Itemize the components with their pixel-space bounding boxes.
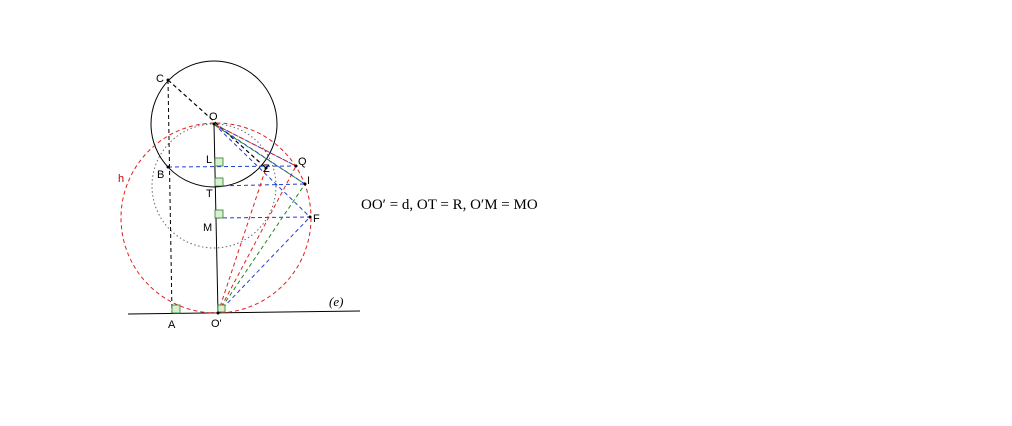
segment-c-a [167,79,173,314]
segment-c-z [167,79,267,169]
label-q: Q [298,156,307,168]
circle-o [150,60,278,188]
segment-o-oprime [213,123,219,314]
point-q [294,164,298,168]
label-z: Z [263,163,270,175]
point-b [166,165,170,169]
label-circle-h: h [118,173,124,185]
label-oprime: O' [211,318,222,330]
point-c [166,78,170,82]
point-oprime [216,311,220,315]
segment-o-f [213,123,311,218]
segment-oprime-f [217,216,311,314]
label-t: T [206,188,213,200]
point-z [264,166,268,170]
point-f [308,215,312,219]
segment-oprime-q [217,165,297,314]
label-m: M [203,222,212,234]
label-o: O [209,111,218,123]
circle-dotted [151,123,277,249]
segment-oprime-i [217,183,306,314]
right-angle-oprime [217,304,226,313]
right-angle-l [214,157,224,167]
label-b: B [157,169,164,181]
point-o [212,122,216,126]
label-f: F [313,213,320,225]
label-c: C [156,73,164,85]
segment-m-f [215,216,311,219]
segment-o-i-green [215,125,306,185]
label-l: L [206,154,212,166]
segment-oprime-z [217,167,267,314]
line-e [127,310,361,315]
formula-text: OO′ = d, OT = R, O′M = MO [361,197,538,213]
point-i [303,182,307,186]
segment-o-q [213,123,297,167]
right-angle-t [214,177,224,187]
label-a: A [168,319,176,331]
label-line-e: (e) [329,294,343,309]
segment-b-q [167,165,297,168]
right-angle-m [214,209,224,219]
right-angle-a [171,304,181,314]
segment-o-q-red [215,124,297,167]
label-i: I [307,175,310,187]
